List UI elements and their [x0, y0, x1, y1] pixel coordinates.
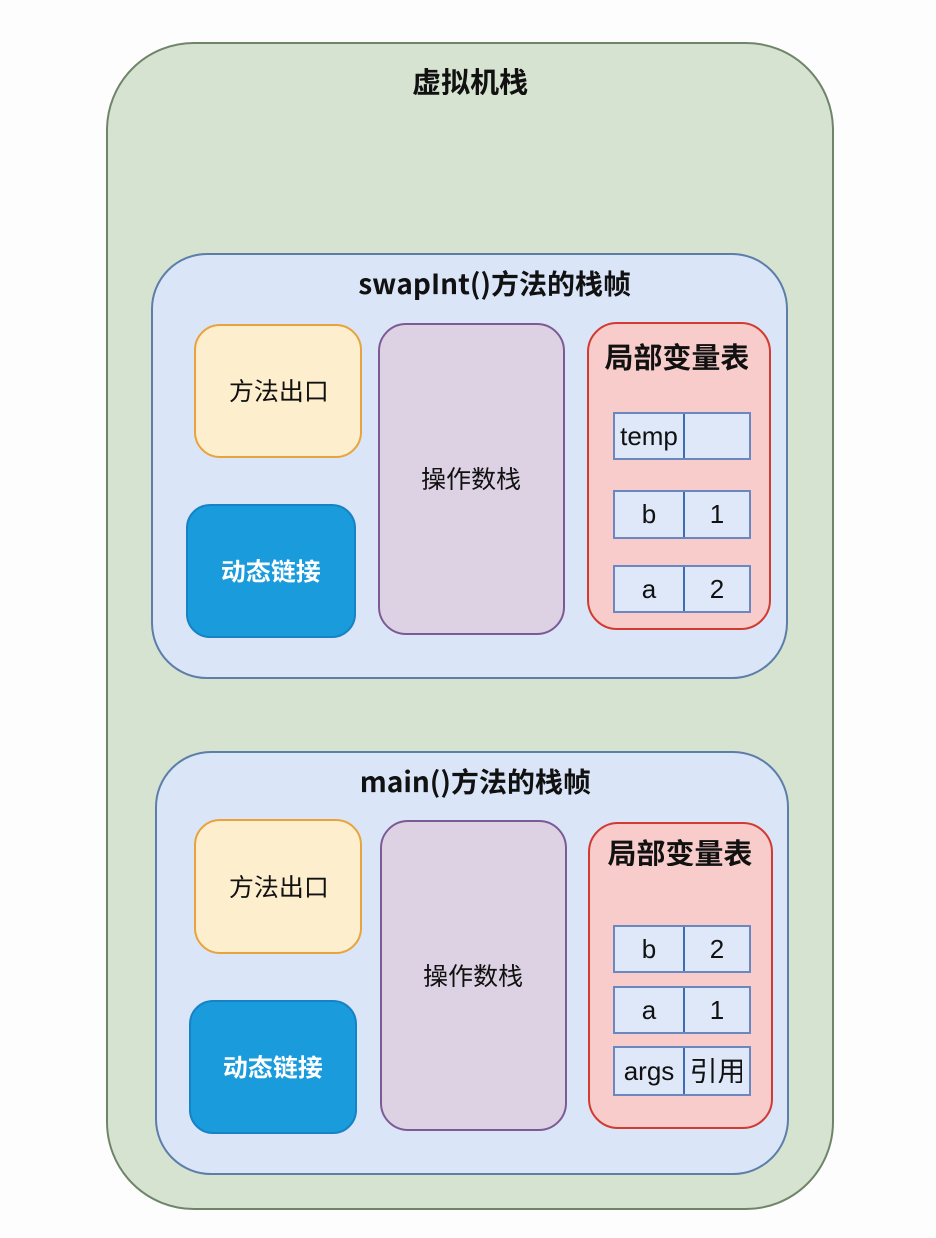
stack-frame-0: temp b 1 a 2: [151, 253, 788, 679]
stack-frame-1: b 2 a 1 args: [155, 751, 789, 1175]
method-exit-label-0: [230, 379, 326, 403]
var-name: args: [623, 1055, 675, 1086]
var-value: 1: [709, 499, 725, 529]
var-name: a: [641, 573, 657, 604]
var-name-cell: args: [615, 1048, 683, 1094]
local-var-table-0: temp b 1 a 2: [587, 322, 771, 630]
var-name-cell: b: [615, 927, 683, 971]
var-row-0-2: a 2: [613, 564, 751, 613]
var-value-cell: [683, 1047, 749, 1094]
var-name-cell: a: [615, 567, 683, 611]
frame-title-1: [362, 768, 591, 798]
var-row-0-0: temp: [613, 411, 751, 460]
var-name-cell: a: [615, 988, 683, 1032]
operand-stack-box-1: [380, 820, 567, 1131]
var-name: a: [641, 994, 657, 1025]
var-value-cjk: [691, 1057, 743, 1084]
var-row-1-1: a 1: [613, 985, 751, 1034]
method-exit-box-1: [194, 819, 362, 954]
var-value: 2: [709, 933, 725, 964]
local-var-table-title-1: [608, 838, 752, 867]
dynamic-link-label-1: [223, 1055, 323, 1079]
var-name: b: [641, 933, 657, 964]
operand-stack-box-0: [378, 323, 565, 635]
dynamic-link-box-0: [186, 504, 356, 638]
var-value-cell: 2: [683, 926, 749, 971]
var-value-cell: [683, 413, 749, 458]
vm-stack-box: temp b 1 a 2 b 2 a 1 args: [106, 42, 834, 1210]
dynamic-link-box-1: [189, 1000, 357, 1134]
var-value: 1: [709, 994, 725, 1025]
var-value-cell: 1: [683, 987, 749, 1032]
method-exit-box-0: [194, 324, 362, 458]
var-name-cell: b: [615, 492, 683, 537]
var-name-cell: temp: [615, 414, 683, 458]
var-row-1-0: b 2: [613, 924, 751, 973]
var-value: 2: [709, 573, 725, 604]
operand-stack-label-0: [422, 467, 521, 491]
dynamic-link-label-0: [221, 559, 321, 583]
vm-stack-title: [413, 67, 528, 96]
var-row-0-1: b 1: [613, 489, 751, 539]
method-exit-label-1: [230, 874, 326, 899]
var-value-cell: 1: [683, 491, 749, 537]
operand-stack-label-1: [424, 963, 523, 988]
var-name: temp: [620, 420, 678, 451]
local-var-table-1: b 2 a 1 args: [588, 822, 773, 1129]
var-name: b: [641, 499, 657, 529]
var-value-cell: 2: [683, 566, 749, 611]
var-row-1-2: args: [613, 1045, 751, 1096]
local-var-table-title-0: [604, 343, 749, 371]
frame-title-0: [359, 269, 631, 301]
